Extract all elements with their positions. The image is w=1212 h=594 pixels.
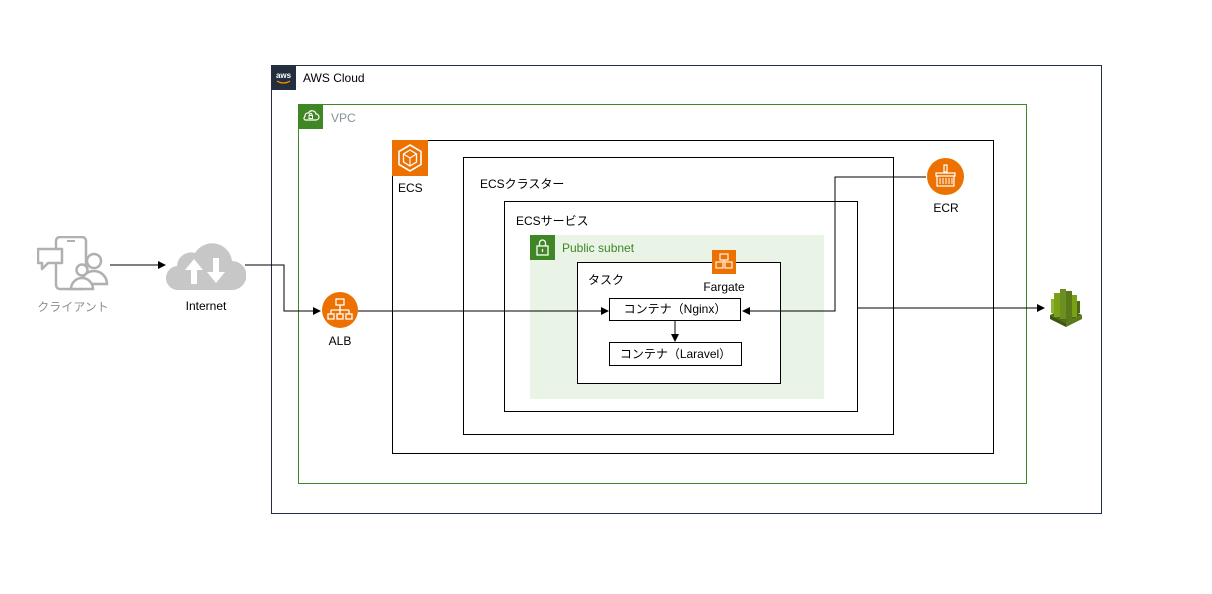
public-subnet-lock-icon — [530, 235, 555, 260]
internet-cloud-icon — [165, 240, 247, 292]
ecr-label: ECR — [933, 201, 959, 215]
task-label: タスク — [588, 273, 625, 287]
edge-ecr-nginx — [742, 176, 926, 315]
ecs-box — [392, 140, 994, 454]
alb-icon — [322, 292, 358, 328]
ecs-label: ECS — [398, 181, 423, 195]
fargate-icon — [712, 250, 736, 274]
vpc-label: VPC — [331, 111, 356, 125]
aws-cloud-label: AWS Cloud — [303, 71, 365, 85]
ecs-cluster-box — [463, 157, 894, 435]
ecs-service-box — [504, 201, 858, 412]
fargate-label: Fargate — [703, 280, 745, 294]
container-laravel: コンテナ（Laravel） — [609, 342, 742, 366]
ecr-icon — [927, 158, 964, 195]
alb-label: ALB — [328, 334, 352, 348]
ecs-service-icon — [392, 140, 428, 176]
client-icon — [36, 235, 111, 292]
vpc-group — [298, 104, 1027, 484]
database-icon — [1046, 285, 1086, 331]
edge-internet-alb — [245, 264, 321, 315]
client-label: クライアント — [37, 300, 109, 314]
ecs-cluster-label: ECSクラスター — [480, 177, 565, 191]
vpc-icon — [298, 104, 323, 129]
internet-label: Internet — [185, 299, 227, 313]
aws-cloud-group — [271, 65, 1102, 514]
svg-text:aws: aws — [276, 71, 292, 80]
public-subnet-label: Public subnet — [562, 241, 635, 255]
aws-logo-icon: aws — [271, 65, 296, 90]
ecs-service-label: ECSサービス — [516, 214, 589, 228]
container-nginx: コンテナ（Nginx） — [609, 298, 741, 321]
